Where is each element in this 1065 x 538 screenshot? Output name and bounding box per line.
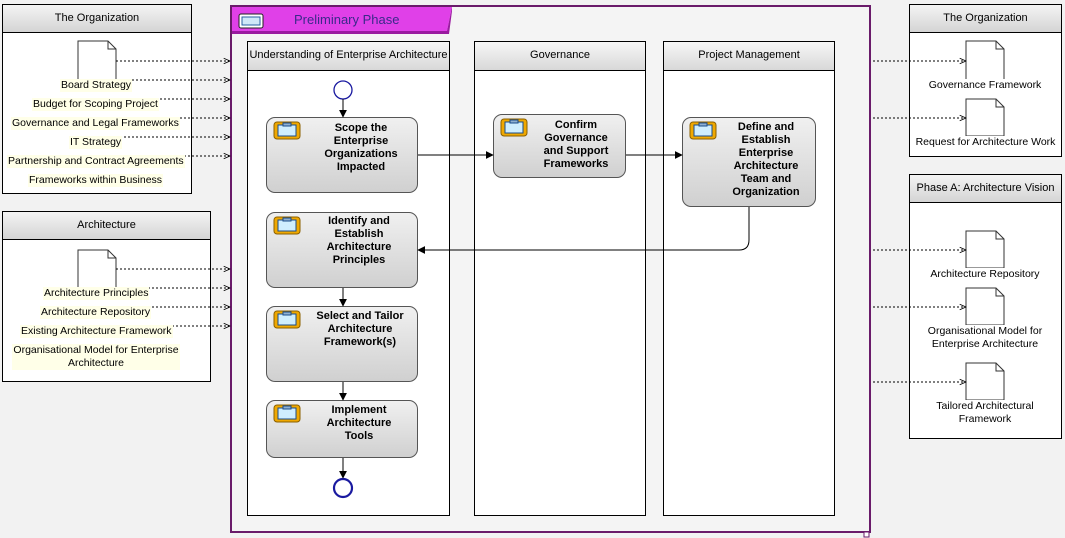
- lane-title: Governance: [475, 42, 645, 71]
- input-label: Frameworks within Business: [28, 174, 164, 187]
- output-label: Request for Architecture Work: [911, 136, 1060, 149]
- input-label: Organisational Model for Enterprise Arch…: [12, 344, 180, 370]
- activity-scope[interactable]: Scope the Enterprise Organizations Impac…: [266, 117, 418, 193]
- lane-project-management: Project Management: [663, 41, 835, 516]
- activity-icon: [273, 121, 301, 140]
- activity-label: Select and Tailor Architecture Framework…: [316, 310, 404, 348]
- activity-tools[interactable]: Implement Architecture Tools: [266, 400, 418, 458]
- phase-icon: [238, 13, 264, 29]
- activity-team[interactable]: Define and Establish Enterprise Architec…: [682, 117, 816, 207]
- panel-title: Architecture: [3, 212, 210, 240]
- activity-tailor[interactable]: Select and Tailor Architecture Framework…: [266, 306, 418, 382]
- activity-label: Confirm Governance and Support Framework…: [543, 119, 609, 170]
- input-label: Board Strategy: [60, 79, 133, 92]
- input-label: Existing Architecture Framework: [20, 325, 173, 338]
- panel-title: Phase A: Architecture Vision: [910, 175, 1061, 203]
- input-label: Governance and Legal Frameworks: [11, 117, 180, 130]
- activity-principles[interactable]: Identify and Establish Architecture Prin…: [266, 212, 418, 288]
- activity-icon: [273, 310, 301, 329]
- activity-label: Define and Establish Enterprise Architec…: [732, 121, 800, 198]
- input-label: IT Strategy: [69, 136, 123, 149]
- output-label: Tailored Architectural Framework: [925, 400, 1045, 426]
- output-label: Organisational Model for Enterprise Arch…: [920, 325, 1050, 351]
- activity-governance[interactable]: Confirm Governance and Support Framework…: [493, 114, 626, 178]
- input-label: Architecture Principles: [43, 287, 150, 300]
- phase-title: Preliminary Phase: [294, 12, 400, 27]
- output-label: Architecture Repository: [917, 268, 1053, 281]
- activity-icon: [273, 404, 301, 423]
- activity-icon: [273, 216, 301, 235]
- activity-icon: [500, 118, 528, 137]
- input-label: Partnership and Contract Agreements: [7, 155, 185, 168]
- lane-title: Project Management: [664, 42, 834, 71]
- panel-title: The Organization: [910, 5, 1061, 33]
- activity-label: Implement Architecture Tools: [326, 404, 392, 442]
- panel-title: The Organization: [3, 5, 191, 33]
- input-label: Architecture Repository: [40, 306, 152, 319]
- activity-label: Scope the Enterprise Organizations Impac…: [324, 122, 398, 173]
- input-label: Budget for Scoping Project: [32, 98, 159, 111]
- output-label: Governance Framework: [917, 79, 1053, 92]
- activity-icon: [689, 121, 717, 140]
- lane-title: Understanding of Enterprise Architecture: [248, 42, 449, 71]
- lane-governance: Governance: [474, 41, 646, 516]
- activity-label: Identify and Establish Architecture Prin…: [326, 215, 392, 266]
- phase-tab: [232, 7, 452, 34]
